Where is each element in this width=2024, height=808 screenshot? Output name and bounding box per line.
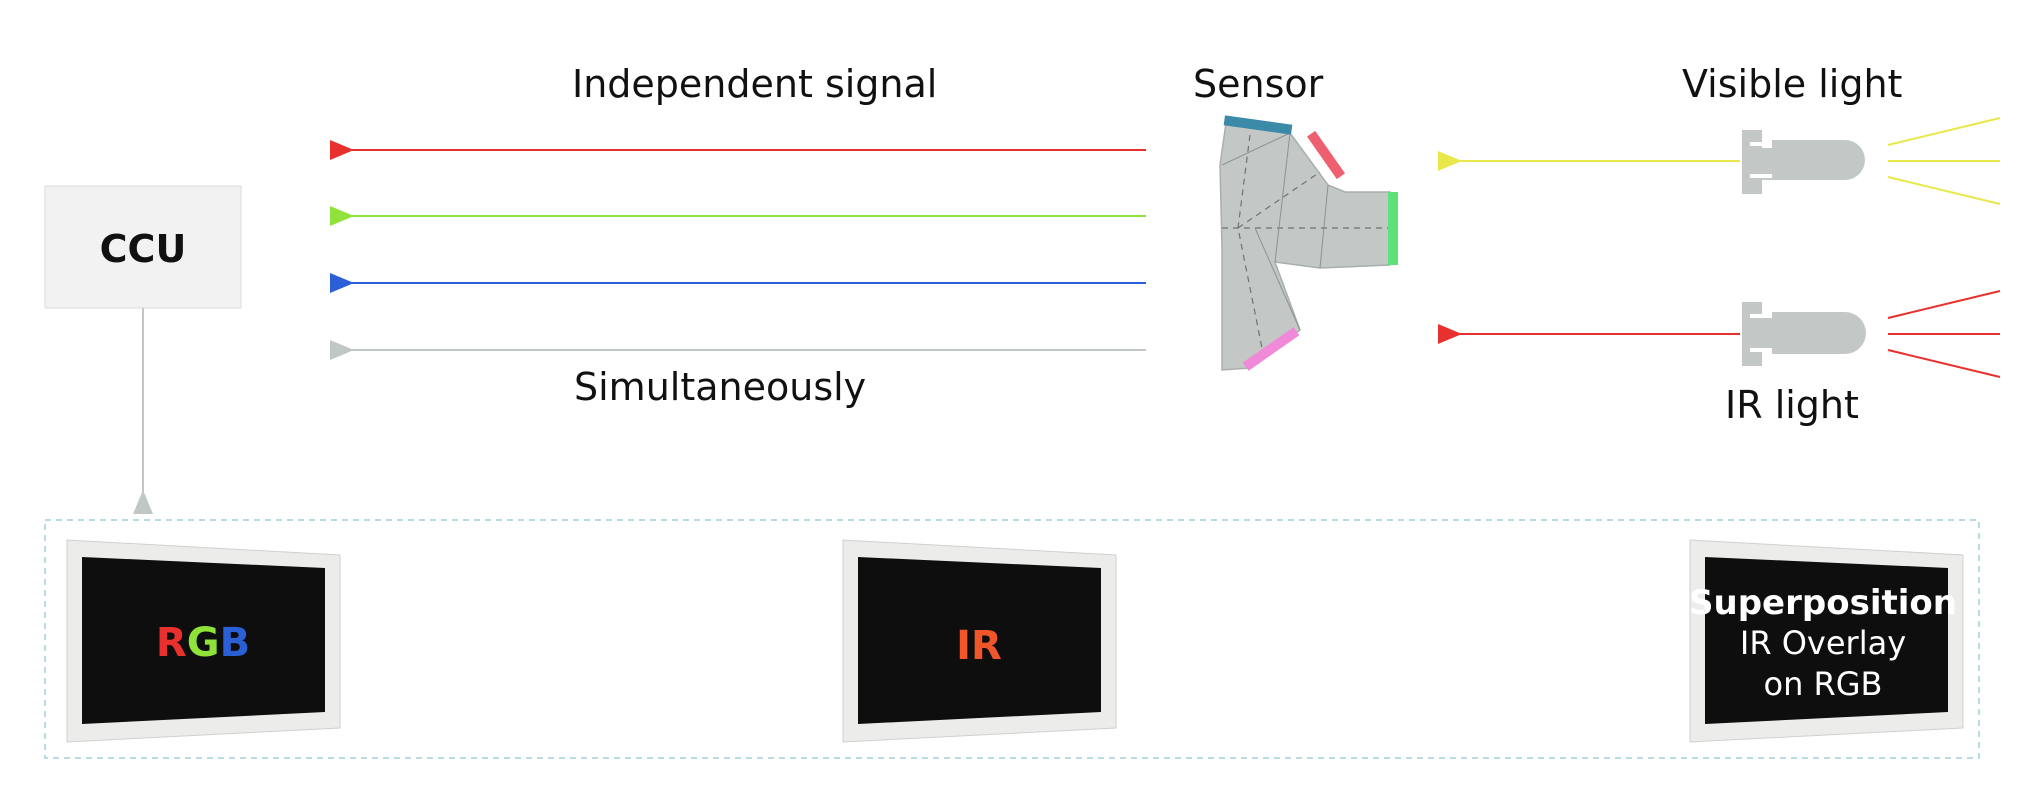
independent-signal-label: Independent signal (572, 62, 937, 106)
superposition-monitor: Superposition IR Overlay on RGB (1689, 539, 1964, 743)
prism-sensor (1219, 115, 1398, 371)
superposition-line2: on RGB (1763, 665, 1882, 703)
visible-light-label: Visible light (1682, 62, 1902, 106)
rgb-r-letter: R (156, 620, 187, 666)
ir-light-label: IR light (1725, 383, 1859, 427)
display-panel (44, 519, 1980, 759)
simultaneously-label: Simultaneously (574, 365, 866, 409)
sensor-label: Sensor (1193, 62, 1324, 106)
ccu-label: CCU (100, 227, 187, 271)
rgb-b-letter: B (220, 620, 251, 666)
ccu-box (44, 185, 242, 309)
rgb-monitor: RGB (66, 539, 341, 743)
ir-light-led-icon (1742, 302, 1866, 366)
rgb-g-letter: G (187, 620, 220, 666)
ir-monitor: IR (842, 539, 1117, 743)
superposition-line1: IR Overlay (1740, 624, 1906, 662)
svg-text:RGB: RGB (156, 620, 250, 666)
visible-light-rays (1887, 117, 2001, 205)
superposition-title: Superposition (1689, 583, 1957, 623)
ir-monitor-label: IR (956, 623, 1002, 669)
visible-light-led-icon (1742, 130, 1865, 194)
ir-light-rays (1887, 290, 2001, 378)
